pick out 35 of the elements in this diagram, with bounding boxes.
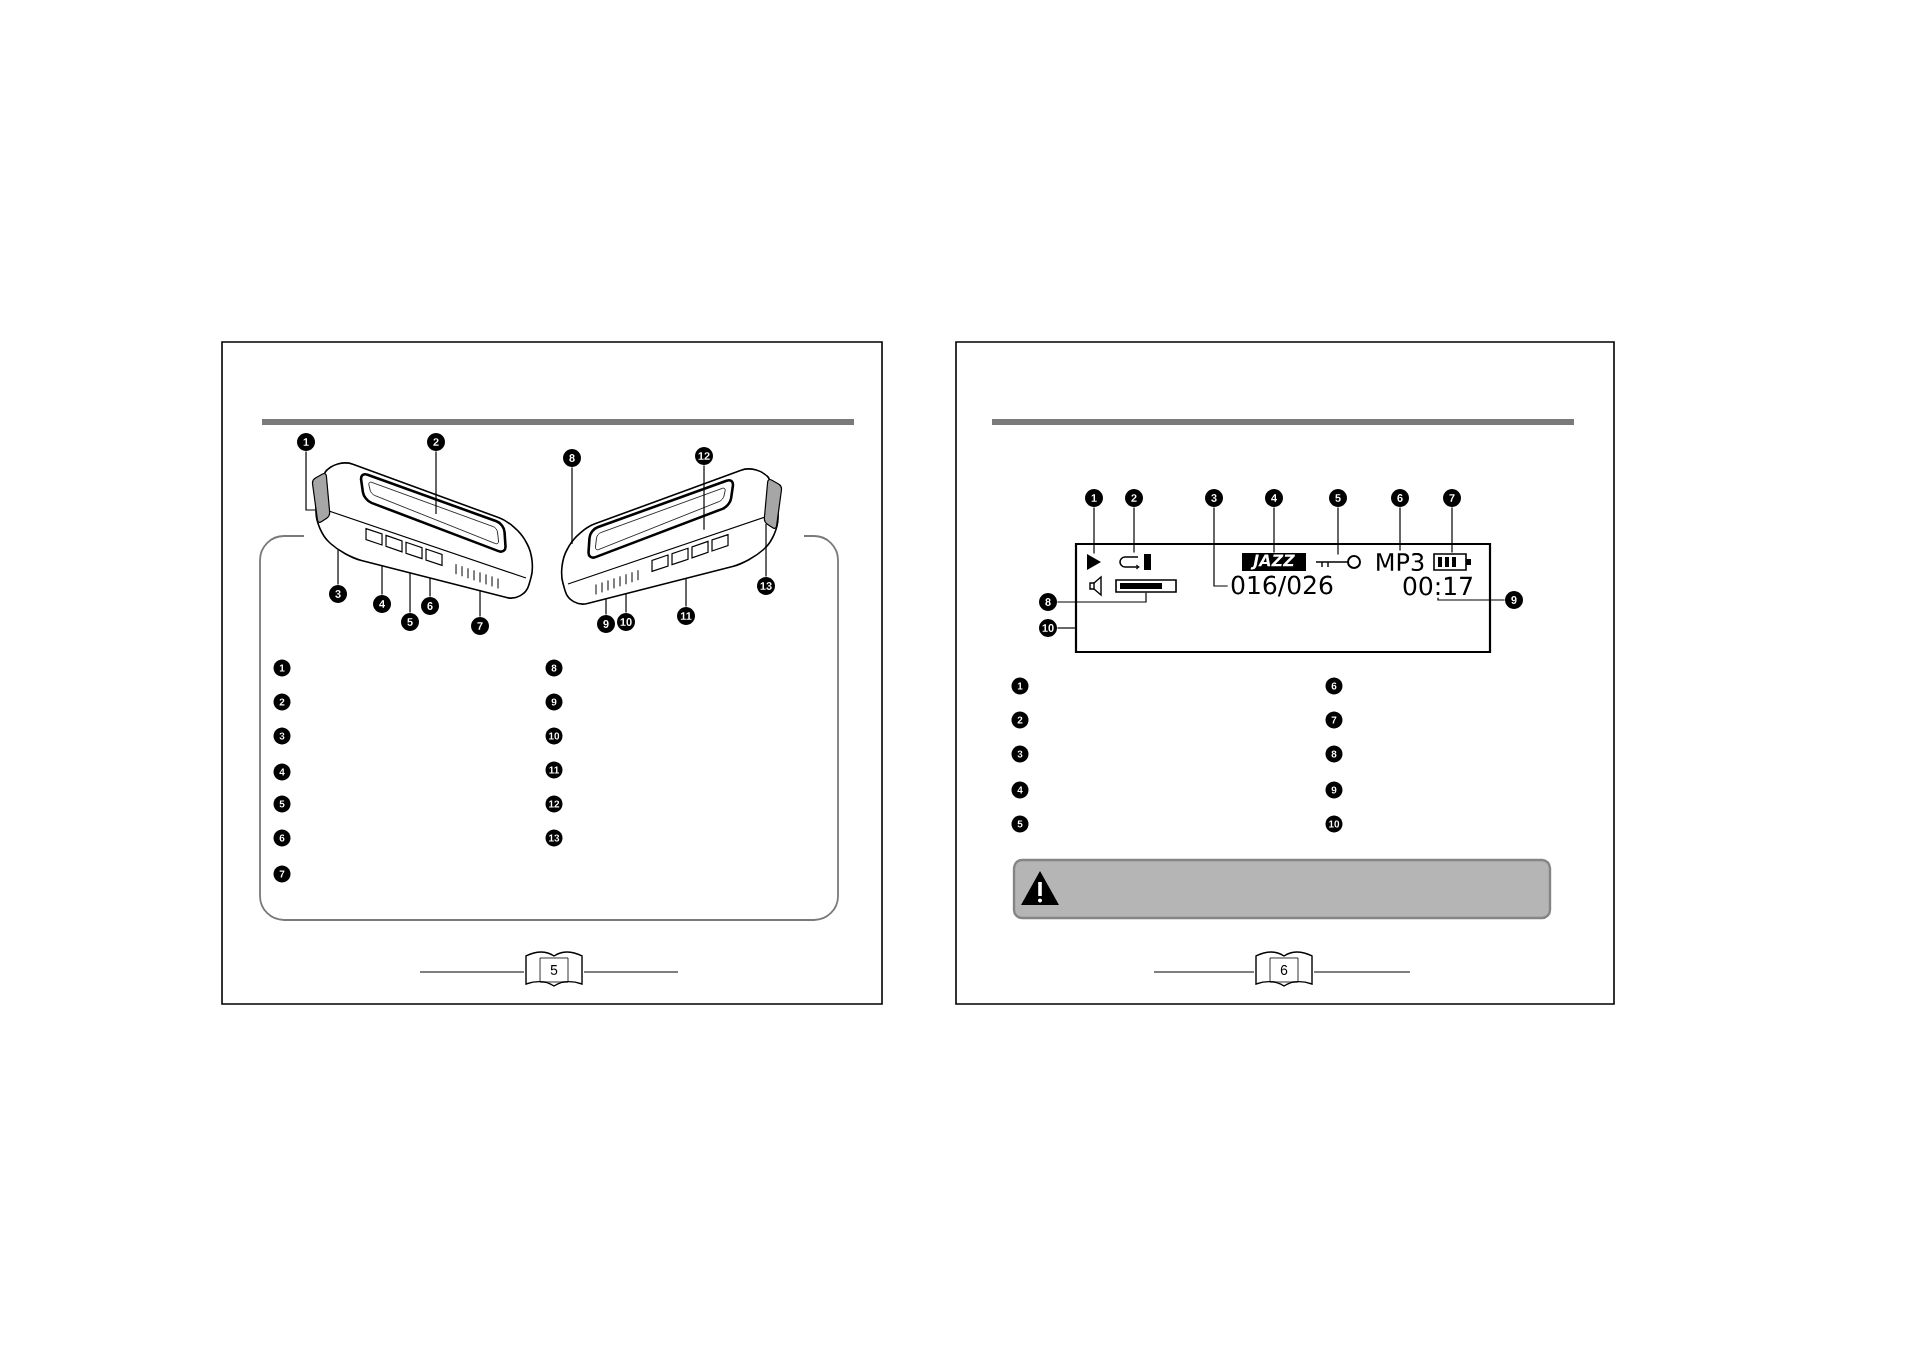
- battery-icon: [1433, 553, 1471, 571]
- leader-line: [765, 523, 767, 578]
- leader-line: [1437, 597, 1506, 601]
- leader-line: [685, 577, 687, 608]
- leader-line: [1337, 506, 1339, 556]
- leader-line: [337, 549, 339, 586]
- leader-line: [571, 466, 573, 545]
- leader-line: [381, 565, 383, 596]
- leader-line: [435, 450, 437, 515]
- leader-line: [703, 464, 705, 531]
- leader-line: [1056, 592, 1147, 603]
- leader-line: [305, 450, 316, 511]
- mode-badge: JAZZ: [1242, 552, 1306, 572]
- leader-line: [1273, 506, 1275, 554]
- key-icon: [1315, 555, 1361, 569]
- leader-line: [625, 593, 627, 614]
- play-icon: [1087, 554, 1101, 570]
- track-counter: 016/026: [1231, 575, 1333, 597]
- leader-line: [479, 590, 481, 618]
- leader-line: [1093, 506, 1095, 555]
- leader-line: [605, 598, 607, 616]
- format-text: MP3: [1377, 552, 1424, 572]
- time-display: 00:17: [1403, 576, 1472, 596]
- leader-line: [1133, 506, 1135, 554]
- leader-line: [409, 572, 411, 614]
- leader-line: [1056, 627, 1076, 629]
- leader-line: [1213, 506, 1229, 587]
- leader-line: [1399, 506, 1401, 552]
- leader-line: [429, 577, 431, 598]
- mp3-player: [560, 468, 783, 605]
- leader-line: [1451, 506, 1453, 554]
- volume-bar: [1115, 579, 1177, 593]
- mp3-player: [311, 462, 534, 599]
- lcd-display: [1074, 542, 1492, 654]
- repeat-icon: [1119, 554, 1151, 570]
